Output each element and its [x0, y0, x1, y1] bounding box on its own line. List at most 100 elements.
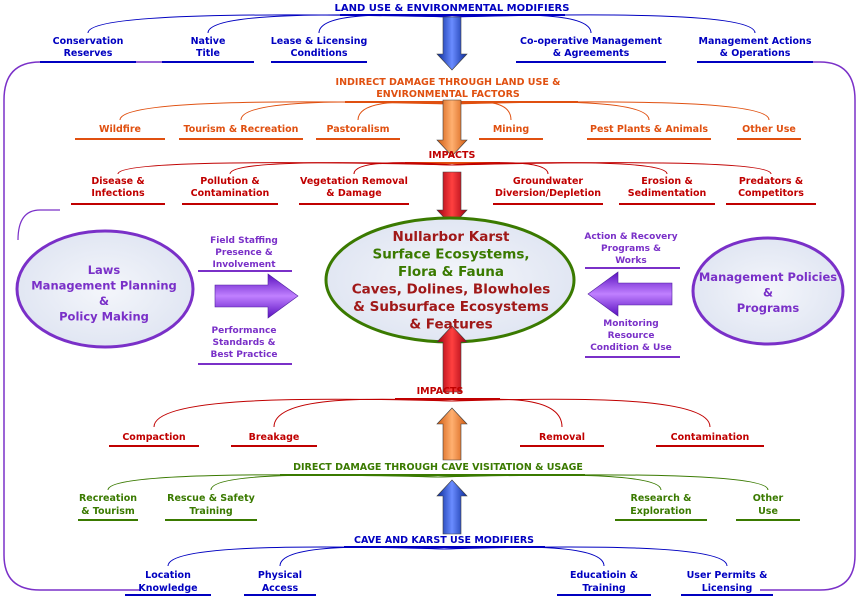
bottom-item-3-line-1: Educatioin & [570, 570, 638, 581]
center-line-2: Surface Ecosystems, [372, 247, 529, 263]
top-item-1-line-2: Reserves [64, 48, 113, 59]
bottom-connector-1 [167, 546, 445, 567]
bottom-item-1-line-2: Knowledge [138, 583, 197, 594]
left-oval [15, 229, 195, 349]
right-oval-line-1: Management Policies [699, 270, 837, 284]
direct-connector-2 [210, 474, 439, 491]
impacts-bottom-title: IMPACTS [417, 386, 464, 397]
right-oval-line-2: & [763, 286, 773, 300]
top-item-2-line-1: Native [191, 36, 226, 47]
impacts-top-item-6-line-2: Competitors [738, 188, 804, 199]
impacts-bottom-item-3: Removal [539, 432, 585, 443]
left-oval-line-2: Management Planning [31, 279, 177, 293]
center-line-5: & Subsurface Ecosystems [353, 299, 549, 315]
center-line-6: & Features [409, 317, 492, 333]
left-purple-loop [3, 61, 190, 591]
impacts-bottom-connector-4 [451, 398, 711, 428]
bottom-item-2-line-1: Physical [258, 570, 302, 581]
impacts-top-item-2-line-2: Contamination [191, 188, 270, 199]
arrow-bottom-blue [436, 479, 468, 535]
top-item-4-line-1: Co-operative Management [520, 36, 662, 47]
right-upper-label-line-2: Programs & [601, 244, 661, 254]
direct-item-2-line-2: Training [189, 506, 232, 517]
impacts-top-item-5-line-1: Erosion & [641, 176, 693, 187]
direct-item-1-line-2: & Tourism [81, 506, 135, 517]
impacts-bottom-connector-2 [273, 398, 453, 428]
left-lower-label-line-2: Standards & [213, 338, 276, 348]
top-title: LAND USE & ENVIRONMENTAL MODIFIERS [335, 3, 570, 14]
top-connector-1 [87, 14, 453, 34]
impacts-top-item-5-line-2: Sedimentation [628, 188, 707, 199]
indirect-connector-3 [357, 101, 453, 121]
bottom-item-2-line-2: Access [262, 583, 299, 594]
direct-item-4-line-1: Other [753, 493, 784, 504]
top-item-5-line-1: Management Actions [699, 36, 812, 47]
arrow-top-blue [436, 16, 468, 71]
left-loop-inner-connector [17, 209, 60, 241]
direct-title: DIRECT DAMAGE THROUGH CAVE VISITATION & … [293, 462, 583, 473]
arrow-direct-orange [436, 407, 468, 461]
left-oval-line-3: & [99, 294, 109, 308]
indirect-item-2: Tourism & Recreation [184, 124, 299, 135]
bottom-connector-2 [279, 546, 445, 567]
indirect-item-1: Wildfire [99, 124, 141, 135]
bottom-item-4-line-2: Licensing [702, 583, 753, 594]
left-upper-label-line-1: Field Staffing [210, 236, 278, 246]
top-item-1-line-1: Conservation [53, 36, 124, 47]
top-item-3-line-1: Lease & Licensing [271, 36, 368, 47]
left-upper-label-line-3: Involvement [212, 260, 276, 270]
top-connector-2 [207, 14, 453, 34]
indirect-item-3: Pastoralism [326, 124, 389, 135]
direct-item-4-line-2: Use [758, 506, 778, 517]
arrow-indirect-orange [436, 99, 468, 157]
left-oval-line-4: Policy Making [59, 310, 149, 324]
top-connector-3 [318, 14, 453, 34]
indirect-item-4: Mining [493, 124, 529, 135]
direct-connector-4 [437, 474, 769, 491]
center-line-4: Caves, Dolines, Blowholes [352, 282, 551, 298]
impacts-top-item-6-line-1: Predators & [739, 176, 803, 187]
right-oval [691, 236, 845, 346]
impacts-top-connector-6 [451, 162, 772, 175]
impacts-top-item-1-line-2: Infections [91, 188, 145, 199]
right-upper-label-line-3: Works [615, 256, 647, 266]
direct-item-3-line-2: Exploration [630, 506, 692, 517]
direct-connector-1 [107, 474, 439, 491]
right-lower-label-line-2: Resource [608, 331, 655, 341]
arrow-right-to-center [587, 271, 673, 317]
top-item-5-line-2: & Operations [720, 48, 791, 59]
direct-item-3-line-1: Research & [631, 493, 692, 504]
left-lower-label-line-1: Performance [212, 326, 277, 336]
indirect-connector-5 [451, 101, 650, 121]
arrow-left-to-center [214, 273, 299, 319]
impacts-bottom-item-4: Contamination [671, 432, 750, 443]
impacts-top-connector-1 [117, 162, 453, 175]
impacts-top-item-3-line-1: Vegetation Removal [300, 176, 408, 187]
right-upper-label-line-1: Action & Recovery [584, 232, 677, 242]
center-line-3: Flora & Fauna [398, 264, 504, 280]
impacts-top-item-3-line-2: & Damage [326, 188, 381, 199]
direct-item-2-line-1: Rescue & Safety [167, 493, 256, 504]
indirect-title-line-2: ENVIRONMENTAL FACTORS [376, 89, 520, 100]
indirect-item-5: Pest Plants & Animals [590, 124, 708, 135]
direct-item-1-line-1: Recreation [79, 493, 137, 504]
impacts-top-item-4-line-2: Diversion/Depletion [495, 188, 601, 199]
impacts-top-connector-2 [229, 162, 453, 175]
impacts-top-connector-3 [353, 162, 453, 175]
bottom-item-4-line-1: User Permits & [687, 570, 768, 581]
impacts-top-item-4-line-1: Groundwater [513, 176, 584, 187]
bottom-connector-3 [443, 546, 605, 567]
right-purple-loop [700, 61, 856, 591]
impacts-top-title: IMPACTS [429, 150, 476, 161]
left-oval-line-1: Laws [88, 263, 121, 277]
direct-connector-3 [437, 474, 662, 491]
bottom-item-1-line-1: Location [145, 570, 191, 581]
left-lower-label-line-3: Best Practice [210, 350, 277, 360]
bottom-connector-4 [443, 546, 728, 567]
impacts-bottom-item-1: Compaction [122, 432, 186, 443]
top-item-2-line-2: Title [196, 48, 220, 59]
impacts-bottom-connector-1 [153, 398, 453, 428]
impacts-top-item-1-line-1: Disease & [91, 176, 144, 187]
